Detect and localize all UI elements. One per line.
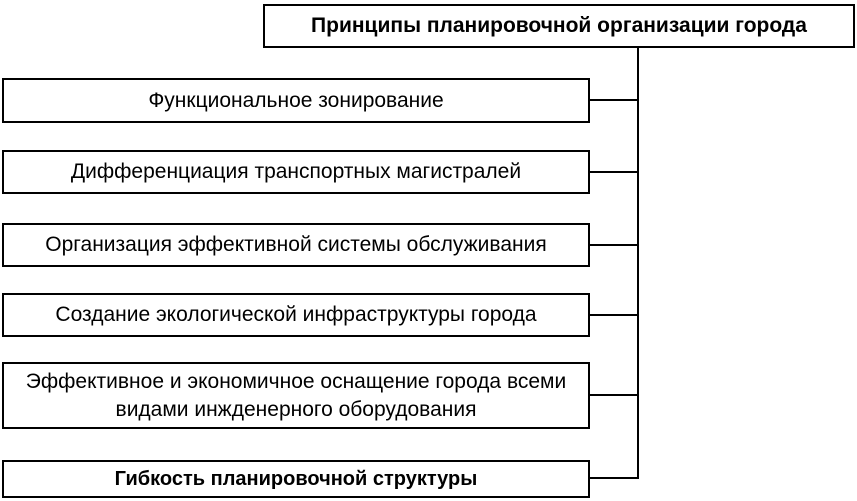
principle-box-ecological-infrastructure: Создание экологической инфраструктуры го… [2, 293, 590, 337]
connector-line-5 [590, 394, 637, 396]
principle-box-engineering-equipment: Эффективное и экономичное оснащение горо… [2, 362, 590, 429]
connector-line-3 [590, 244, 637, 246]
connector-line-1 [590, 99, 637, 101]
connector-line-6 [590, 477, 637, 479]
principle-box-transport-differentiation: Дифференциация транспортных магистралей [2, 150, 590, 194]
principle-box-service-system: Организация эффективной системы обслужив… [2, 223, 590, 267]
diagram-title-box: Принципы планировочной организации город… [263, 4, 855, 48]
connector-line-2 [590, 171, 637, 173]
connector-line-4 [590, 314, 637, 316]
principle-box-functional-zoning: Функциональное зонирование [2, 78, 590, 123]
principle-box-planning-flexibility: Гибкость планировочной структуры [2, 460, 590, 498]
trunk-connector-line [637, 48, 639, 479]
